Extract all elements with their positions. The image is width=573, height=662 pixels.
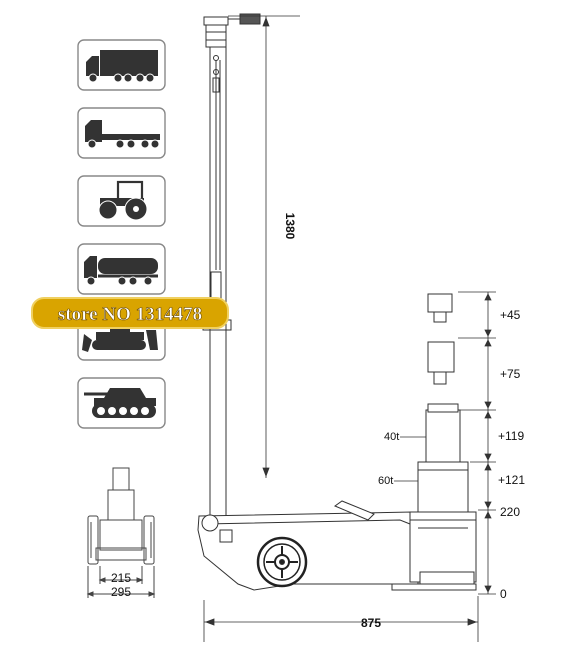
length-label: 875 (361, 616, 381, 630)
extension-label-1: +45 (500, 308, 521, 322)
width-inner-label: 215 (111, 571, 131, 585)
lower-stage-label: 60t (378, 475, 393, 487)
store-watermark: store NO 1314478 (31, 297, 229, 329)
watermark-text: store NO 1314478 (58, 304, 202, 325)
extension-label-3: +119 (498, 429, 524, 443)
upper-stage-label: 40t (384, 431, 399, 443)
flatbed-truck-icon (77, 107, 166, 159)
tanker-truck-icon (77, 243, 166, 295)
front-view-drawing (86, 467, 156, 598)
tank-icon (77, 377, 166, 429)
tractor-icon (77, 175, 166, 227)
extension-label-4: +121 (498, 473, 525, 487)
base-label: 0 (500, 587, 507, 601)
min-height-label: 220 (500, 505, 520, 519)
width-outer-label: 295 (111, 585, 131, 599)
extension-label-2: +75 (500, 367, 521, 381)
stage-leaders (394, 436, 426, 482)
jack-side-view (197, 13, 477, 591)
box-truck-icon (77, 39, 166, 91)
height-total-label: 1380 (283, 213, 297, 240)
vehicle-icon-column (77, 39, 166, 429)
dimension-lines (203, 15, 496, 642)
